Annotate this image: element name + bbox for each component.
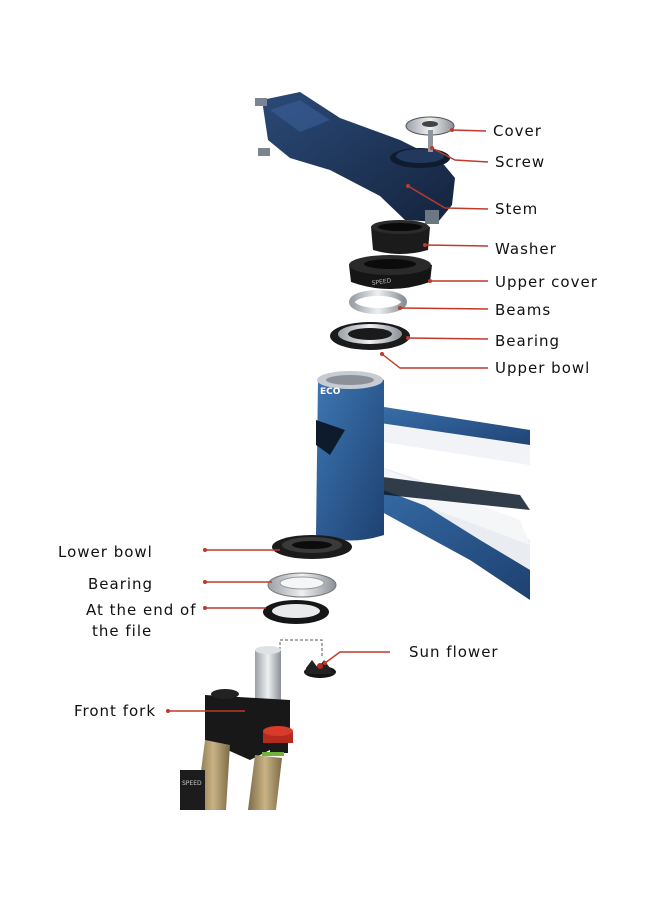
lower-bowl-part (272, 535, 352, 559)
leader-lower-bowl-dot (203, 548, 207, 552)
leader-washer (424, 244, 489, 247)
leader-screw (431, 147, 489, 163)
leader-upper-bowl (381, 353, 488, 369)
svg-text:SPEED: SPEED (371, 277, 392, 287)
bearing-bottom-part (267, 572, 337, 598)
upper-cover-part: SPEED (349, 255, 432, 289)
label-bearing-bottom: Bearing (88, 575, 154, 593)
svg-text:ECO: ECO (290, 517, 311, 527)
leader-bearing-top-dot (406, 336, 410, 340)
dashed-guide-line (279, 639, 323, 658)
stem-part (255, 92, 455, 224)
washer-part (371, 220, 430, 254)
leader-washer-dot (423, 243, 427, 247)
label-sun-flower: Sun flower (409, 643, 499, 661)
leader-stem (407, 185, 489, 210)
crown-race-part (263, 600, 329, 624)
leader-stem-dot (406, 184, 410, 188)
leader-upper-bowl-dot (380, 352, 384, 356)
label-end-of-file-line1: At the end of (86, 601, 197, 619)
label-upper-bowl: Upper bowl (495, 359, 591, 377)
leader-bearing-top (407, 337, 489, 340)
beams-part (349, 290, 407, 314)
label-end-of-file: At the end of the file (86, 600, 197, 642)
cover-part (405, 116, 455, 152)
leader-front-fork-dot (166, 709, 170, 713)
bearing-top-part (330, 322, 410, 350)
label-bearing-top: Bearing (495, 332, 561, 350)
leader-cover (451, 129, 487, 132)
label-lower-bowl: Lower bowl (58, 543, 153, 561)
label-upper-cover: Upper cover (495, 273, 598, 291)
leader-cover-dot (450, 128, 454, 132)
sun-flower-part (304, 660, 336, 678)
label-screw: Screw (495, 153, 546, 171)
leader-bearing-bot-dot (203, 580, 207, 584)
leader-screw-dot (430, 146, 434, 150)
leader-lines (166, 128, 489, 713)
leader-beams (399, 307, 489, 310)
leader-upper-cover-dot (428, 279, 432, 283)
label-washer: Washer (495, 240, 557, 258)
leader-beams-dot (398, 306, 402, 310)
label-front-fork: Front fork (74, 702, 157, 720)
label-end-of-file-line2: the file (92, 622, 153, 640)
label-beams: Beams (495, 301, 552, 319)
svg-text:SPEED: SPEED (182, 780, 202, 787)
front-fork-part: SPEED (180, 646, 293, 810)
leader-sun-flower-dot (323, 661, 327, 665)
svg-text:ECO: ECO (320, 387, 341, 397)
label-cover: Cover (493, 122, 542, 140)
label-stem: Stem (495, 200, 539, 218)
leader-sun-flower (324, 651, 390, 664)
leader-end-of-file-dot (203, 606, 207, 610)
bike-frame-part: ECO ECO (290, 371, 530, 600)
